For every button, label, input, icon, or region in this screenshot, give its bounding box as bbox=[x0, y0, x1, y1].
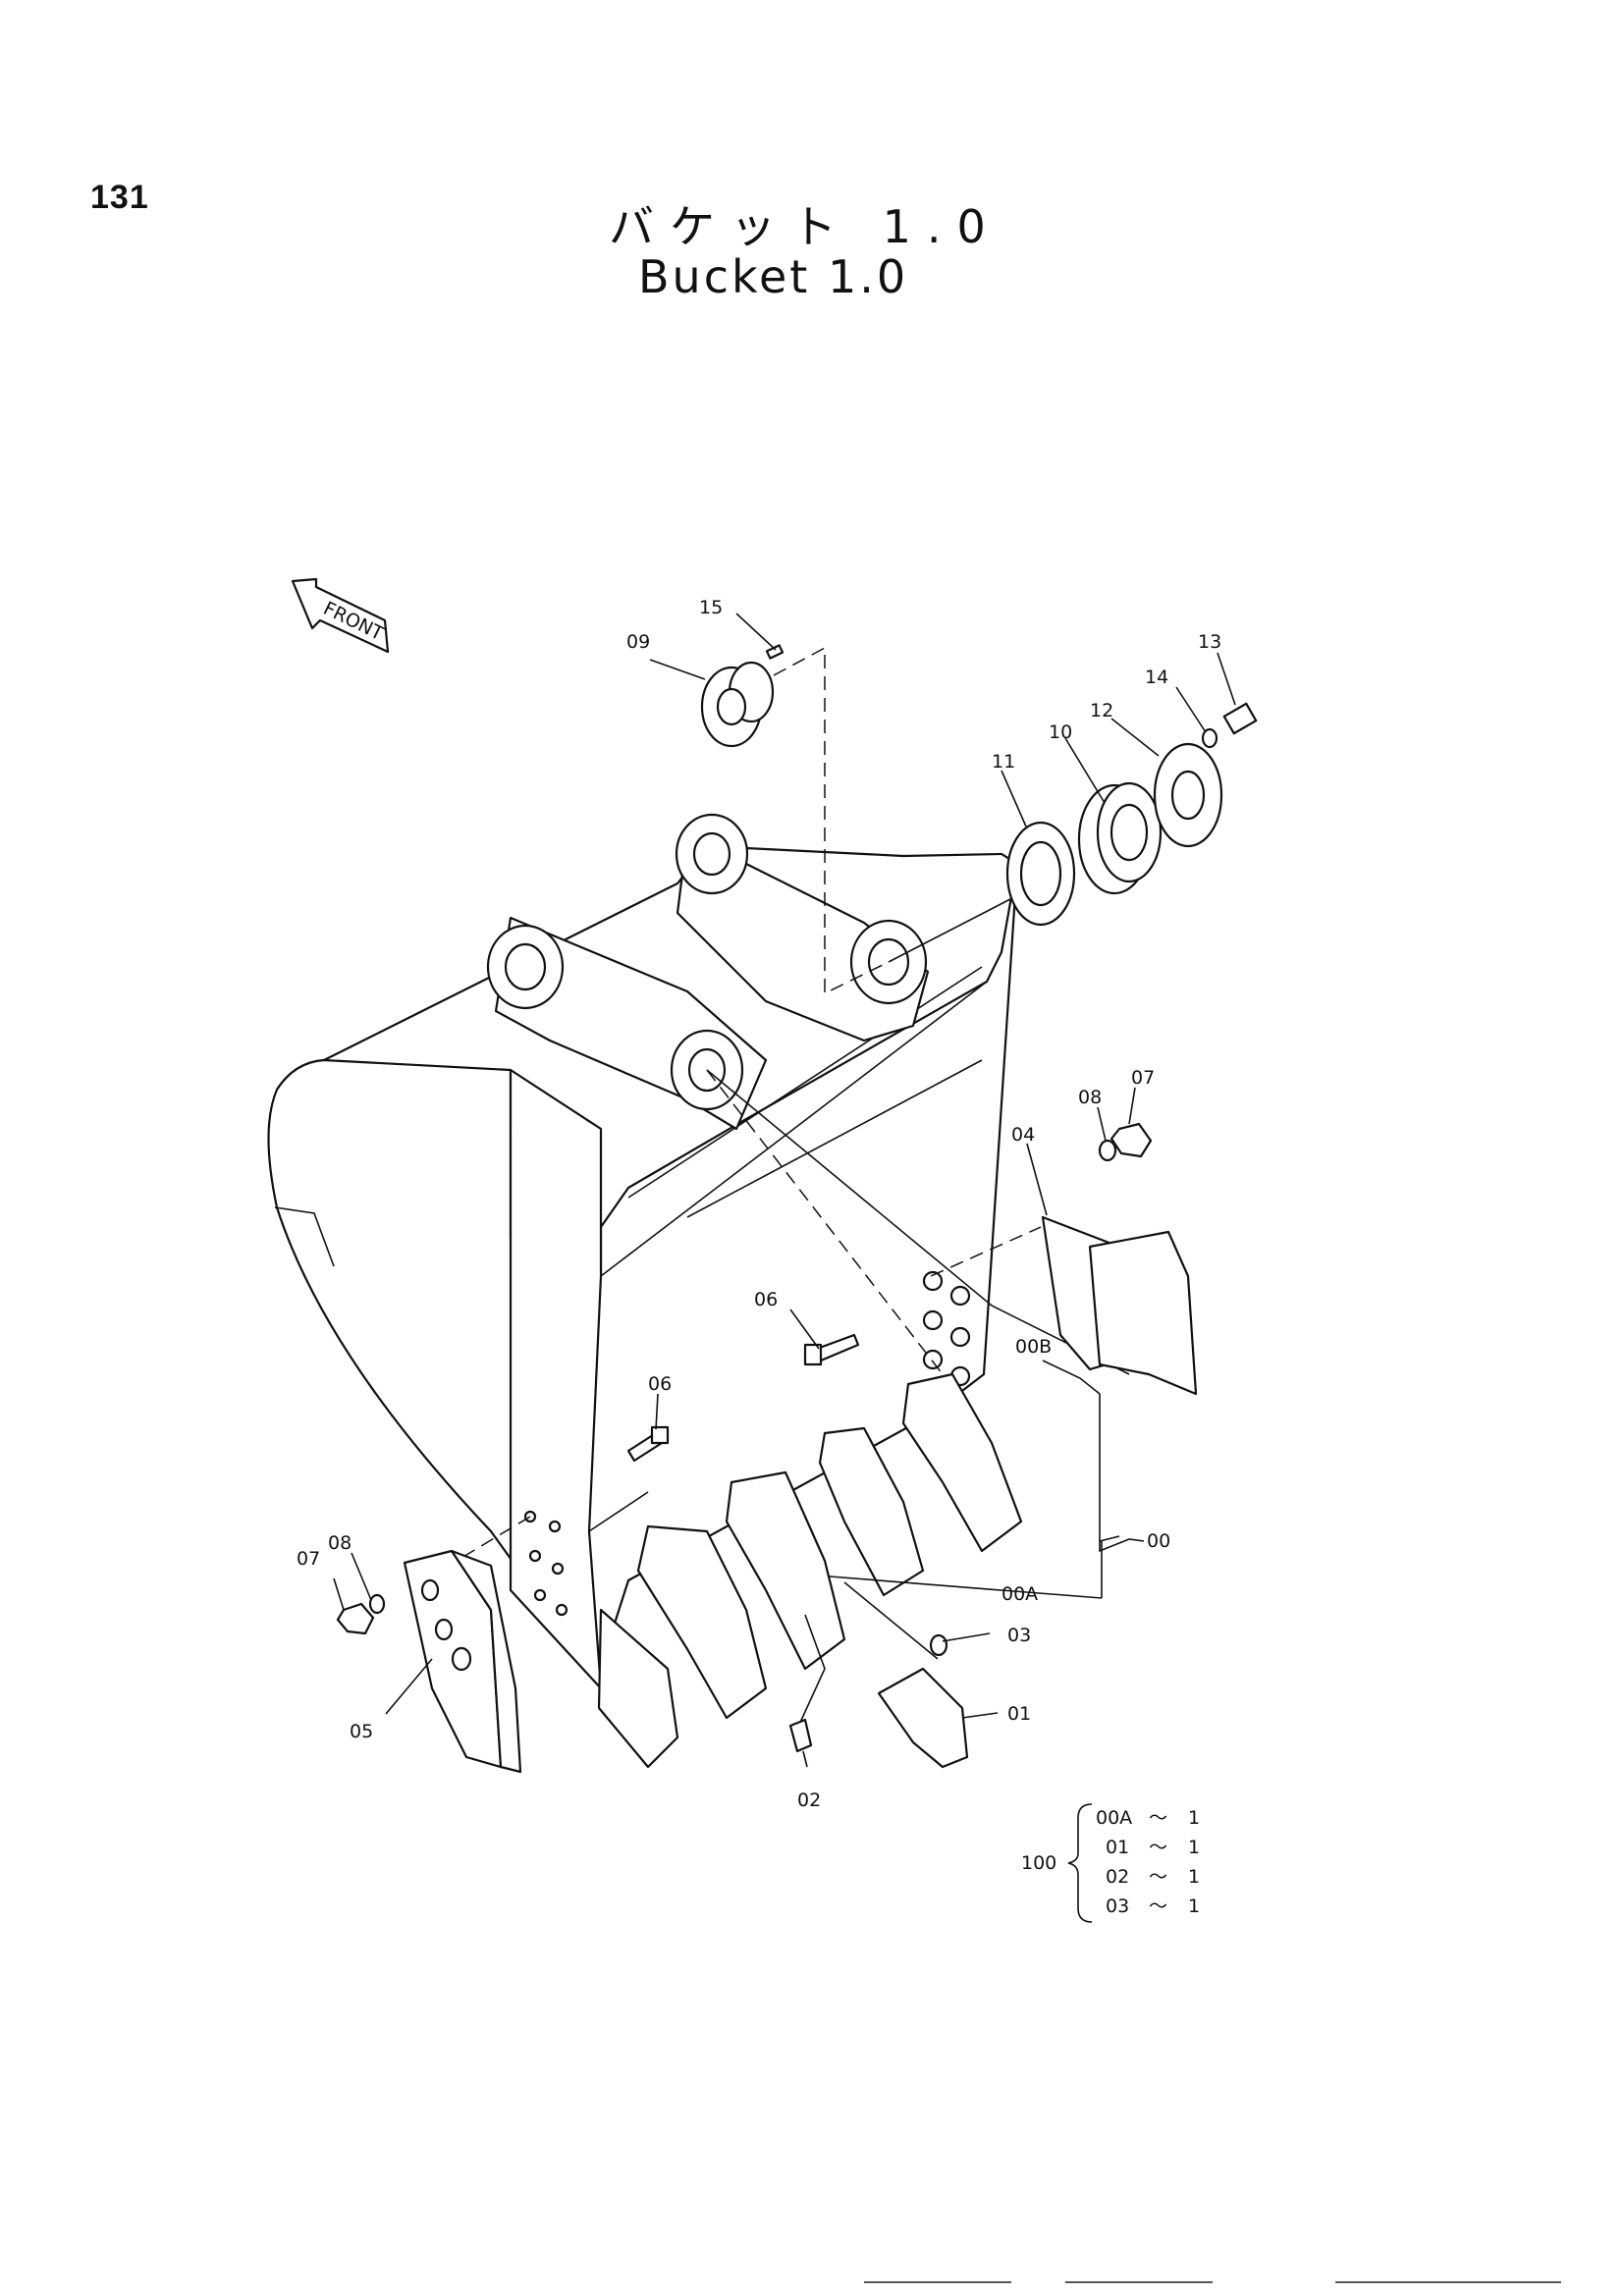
callout-05: 05 bbox=[350, 1721, 373, 1742]
assembly-item-part: 03 bbox=[1106, 1896, 1129, 1917]
callout-07-left: 07 bbox=[297, 1548, 320, 1570]
assembly-item-part: 01 bbox=[1106, 1837, 1129, 1858]
part-10-shim bbox=[1077, 781, 1163, 895]
part-04-side-cutter bbox=[1041, 1215, 1198, 1396]
callout-11: 11 bbox=[992, 751, 1015, 773]
assembly-item-part: 02 bbox=[1106, 1866, 1129, 1888]
callout-00: 00 bbox=[1147, 1530, 1170, 1552]
assembly-item-part: 00A bbox=[1096, 1807, 1132, 1829]
callout-04: 04 bbox=[1011, 1124, 1035, 1146]
part-03-lock bbox=[929, 1633, 948, 1657]
page-title-japanese: バケット 1.0 bbox=[609, 200, 1001, 253]
assembly-100-list: 100 00A ～ 1 01 ～ 1 02 ～ 1 03 ～ 1 bbox=[1021, 1803, 1200, 1923]
assembly-item-sep: ～ bbox=[1149, 1837, 1167, 1858]
part-07-nut-left bbox=[336, 1602, 375, 1635]
part-08-washer-left bbox=[368, 1593, 386, 1615]
assembly-item-sep: ～ bbox=[1149, 1807, 1167, 1829]
callout-06-left: 06 bbox=[648, 1373, 672, 1395]
part-12-plate bbox=[1153, 742, 1223, 848]
callout-10: 10 bbox=[1049, 721, 1072, 743]
callout-09: 09 bbox=[626, 631, 650, 653]
part-01-tooth bbox=[877, 1667, 969, 1769]
callout-07-right: 07 bbox=[1131, 1067, 1155, 1089]
leader-lines bbox=[333, 613, 1236, 1768]
part-05-side-cutter bbox=[403, 1549, 522, 1774]
callout-01: 01 bbox=[1007, 1703, 1031, 1725]
assembly-item-qty: 1 bbox=[1188, 1866, 1200, 1888]
assembly-number: 100 bbox=[1021, 1852, 1056, 1874]
part-09-bushing bbox=[700, 644, 785, 748]
front-arrow-icon: FRONT bbox=[291, 577, 390, 654]
callout-00B: 00B bbox=[1015, 1336, 1052, 1358]
part-14-washer bbox=[1201, 727, 1218, 749]
callout-03: 03 bbox=[1007, 1625, 1031, 1646]
callout-08-right: 08 bbox=[1078, 1087, 1102, 1108]
footer-rule bbox=[864, 2281, 1011, 2283]
callout-14: 14 bbox=[1145, 667, 1168, 688]
part-13-bolt bbox=[1222, 702, 1258, 735]
assembly-item-qty: 1 bbox=[1188, 1807, 1200, 1829]
callout-02: 02 bbox=[797, 1789, 821, 1811]
assembly-item-qty: 1 bbox=[1188, 1837, 1200, 1858]
part-08-washer-right bbox=[1098, 1139, 1117, 1162]
assembly-item-qty: 1 bbox=[1188, 1896, 1200, 1917]
assembly-item-sep: ～ bbox=[1149, 1866, 1167, 1888]
callout-12: 12 bbox=[1090, 700, 1113, 721]
footer-rule bbox=[1065, 2281, 1213, 2283]
bucket-body bbox=[267, 813, 1019, 1690]
page-title-english: Bucket 1.0 bbox=[638, 250, 909, 303]
part-07-nut-right bbox=[1110, 1122, 1153, 1158]
part-11-ring bbox=[1005, 821, 1076, 927]
callout-08-left: 08 bbox=[328, 1532, 352, 1554]
footer-rule bbox=[1335, 2281, 1561, 2283]
callout-06-right: 06 bbox=[754, 1289, 778, 1310]
part-06-bolt-right bbox=[803, 1333, 860, 1366]
callout-15: 15 bbox=[699, 597, 723, 618]
page-number: 131 bbox=[90, 179, 149, 216]
part-02-pin bbox=[788, 1718, 813, 1753]
bucket-teeth bbox=[597, 1372, 1023, 1769]
part-06-bolt-left bbox=[626, 1425, 670, 1463]
callout-00A: 00A bbox=[1001, 1583, 1038, 1605]
callout-13: 13 bbox=[1198, 631, 1221, 653]
assembly-item-sep: ～ bbox=[1149, 1896, 1167, 1917]
